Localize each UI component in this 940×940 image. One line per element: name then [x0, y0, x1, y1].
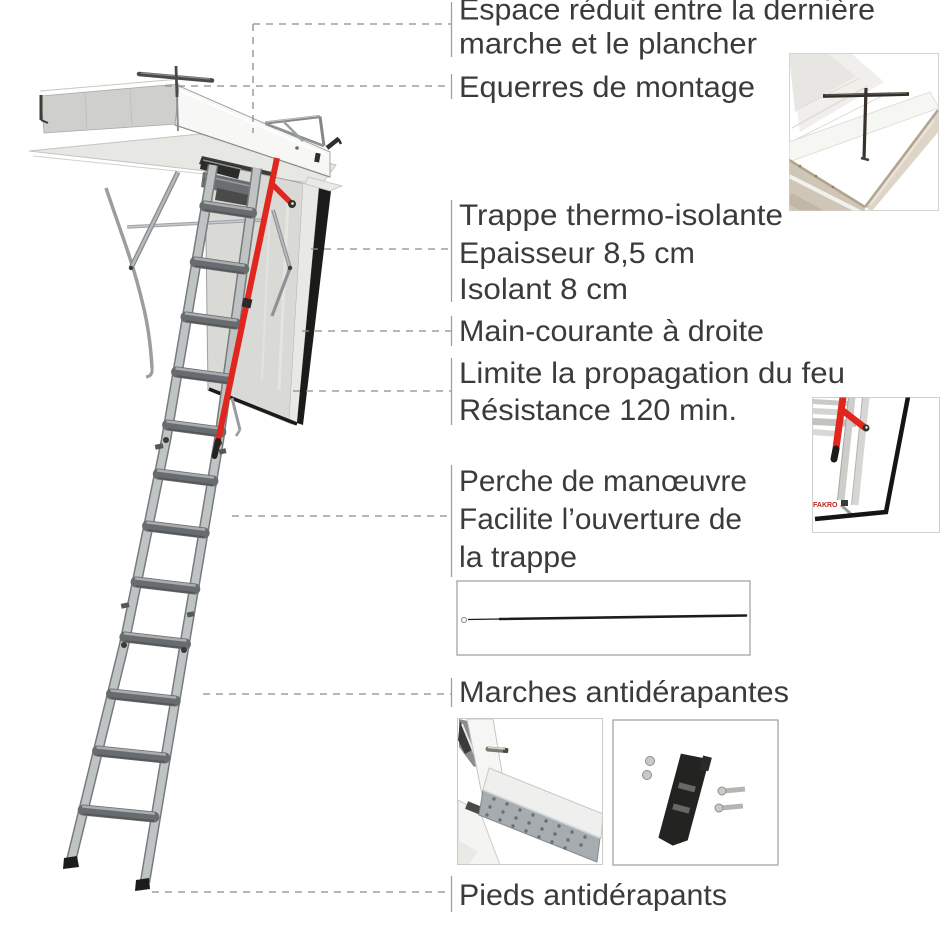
svg-text:Equerres de montage: Equerres de montage	[459, 71, 755, 104]
svg-text:Perche de manœuvre: Perche de manœuvre	[459, 465, 747, 498]
svg-text:Marches antidérapantes: Marches antidérapantes	[459, 676, 789, 709]
svg-text:Résistance 120 min.: Résistance 120 min.	[459, 394, 737, 427]
svg-text:Pieds antidérapants: Pieds antidérapants	[459, 879, 727, 912]
svg-text:Epaisseur 8,5 cm: Epaisseur 8,5 cm	[459, 237, 695, 270]
svg-text:Espace réduit entre la dernièr: Espace réduit entre la dernière	[459, 0, 875, 27]
svg-text:marche et le plancher: marche et le plancher	[459, 28, 757, 61]
svg-text:Trappe thermo-isolante: Trappe thermo-isolante	[459, 199, 783, 232]
svg-text:Limite la propagation du feu: Limite la propagation du feu	[459, 357, 845, 390]
svg-text:Main-courante à droite: Main-courante à droite	[459, 315, 764, 348]
svg-text:FAKRO: FAKRO	[813, 502, 838, 509]
svg-text:la trappe: la trappe	[459, 541, 577, 574]
svg-text:Isolant 8 cm: Isolant 8 cm	[459, 273, 628, 306]
svg-text:Facilite l’ouverture de: Facilite l’ouverture de	[459, 503, 742, 536]
